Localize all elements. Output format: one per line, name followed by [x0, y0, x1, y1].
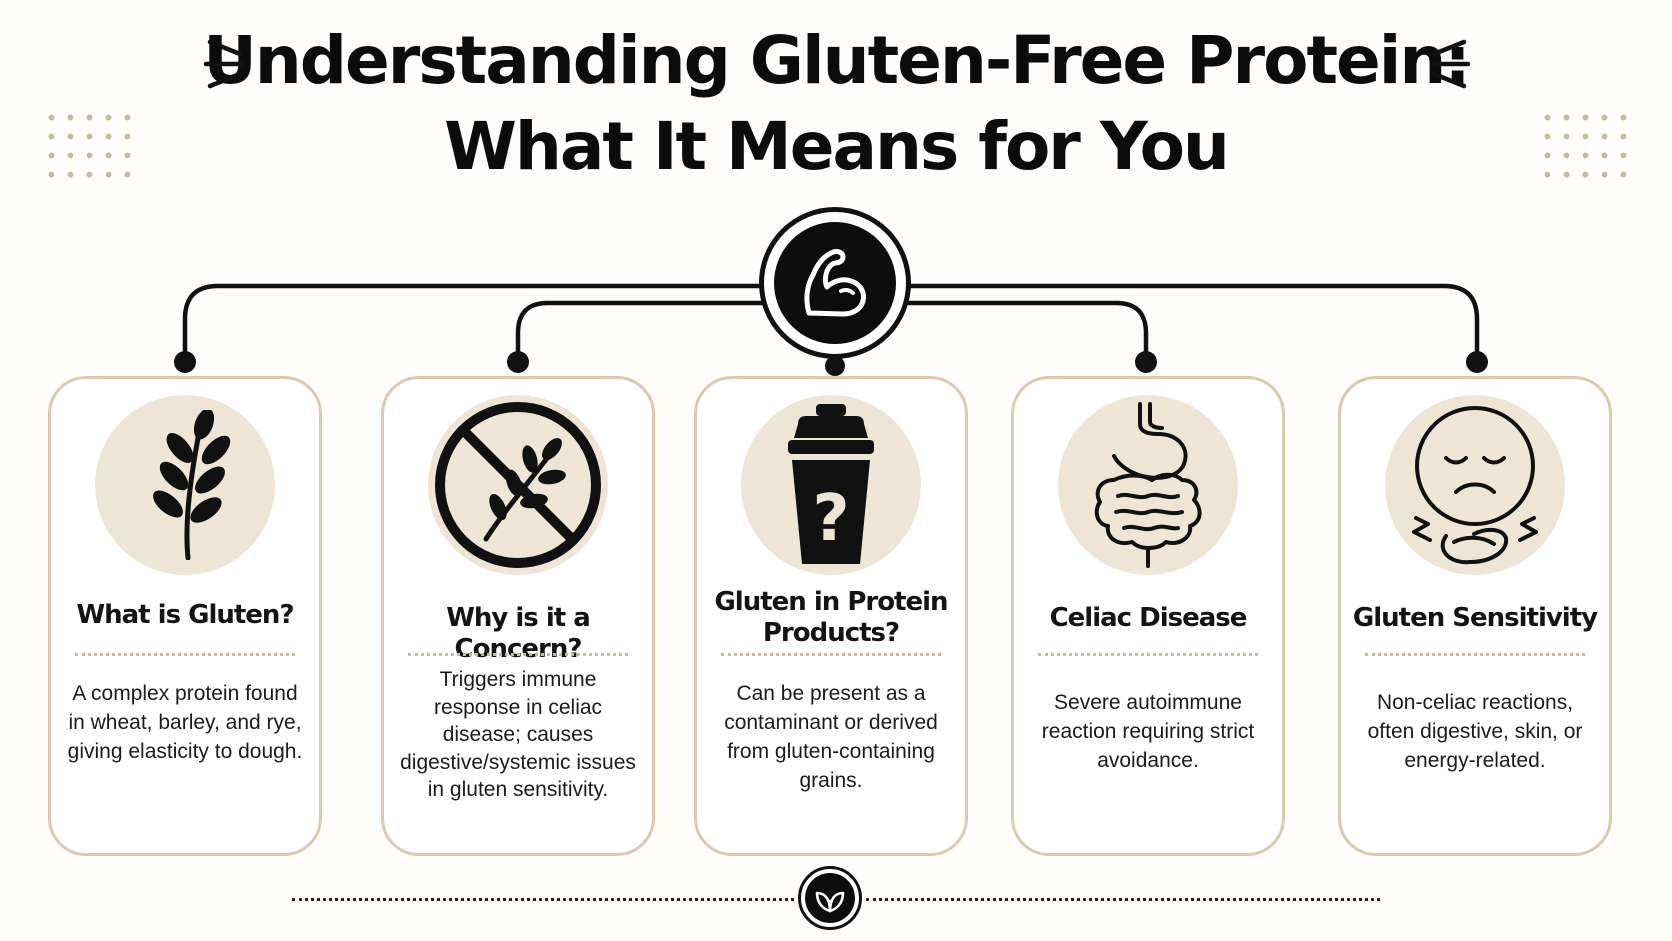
card-divider	[408, 653, 628, 656]
page-title: Understanding Gluten-Free Protein: What …	[0, 18, 1672, 190]
card-title: Gluten Sensitivity	[1352, 603, 1598, 633]
footer-divider-right	[866, 898, 1380, 901]
card-title: Why is it a Concern?	[446, 603, 591, 664]
page-title-line-2: What It Means for You	[444, 108, 1230, 185]
card-description: Can be present as a contaminant or deriv…	[724, 682, 938, 792]
no-wheat-icon	[435, 402, 601, 568]
digestive-tract-icon	[1094, 402, 1202, 568]
card-icon-background	[428, 395, 608, 575]
flexed-bicep-icon	[804, 249, 866, 317]
card-title: What is Gluten?	[76, 600, 294, 630]
card-divider	[721, 653, 941, 656]
card-divider	[75, 653, 295, 656]
leaf-icon	[815, 891, 845, 913]
sad-face-stomach-icon	[1412, 406, 1538, 565]
title-accent-left-icon	[203, 39, 245, 89]
footer-badge	[798, 866, 862, 930]
card-description: Non-celiac reactions, often digestive, s…	[1367, 691, 1583, 772]
page-title-line-1: Understanding Gluten-Free Protein:	[203, 22, 1471, 99]
protein-shaker-question-icon: ?	[788, 404, 874, 564]
svg-text:?: ?	[812, 482, 849, 556]
card-title: Gluten in Protein Products?	[714, 587, 948, 648]
central-hub	[759, 207, 911, 359]
card-divider	[1365, 653, 1585, 656]
card-title: Celiac Disease	[1049, 603, 1248, 633]
title-accent-right-icon	[1429, 39, 1471, 89]
card-celiac-disease: Celiac Disease Severe autoimmune reactio…	[1011, 376, 1285, 856]
card-gluten-sensitivity: Gluten Sensitivity Non-celiac reactions,…	[1338, 376, 1612, 856]
card-description: A complex protein found in wheat, barley…	[67, 682, 303, 763]
card-why-concern: Why is it a Concern? Triggers immune res…	[381, 376, 655, 856]
card-description: Triggers immune response in celiac disea…	[400, 668, 636, 801]
card-icon-background	[1058, 395, 1238, 575]
card-what-is-gluten: What is Gluten? A complex protein found …	[48, 376, 322, 856]
card-icon-background: ?	[741, 395, 921, 575]
dot-grid-right	[1538, 108, 1630, 178]
footer-divider-left	[292, 898, 794, 901]
card-icon-background	[1385, 395, 1565, 575]
card-gluten-in-protein: ? Gluten in Protein Products? Can be pre…	[694, 376, 968, 856]
dot-grid-left	[42, 108, 134, 178]
card-divider	[1038, 653, 1258, 656]
card-icon-background	[95, 395, 275, 575]
wheat-icon	[153, 410, 231, 560]
card-description: Severe autoimmune reaction requiring str…	[1041, 691, 1255, 772]
